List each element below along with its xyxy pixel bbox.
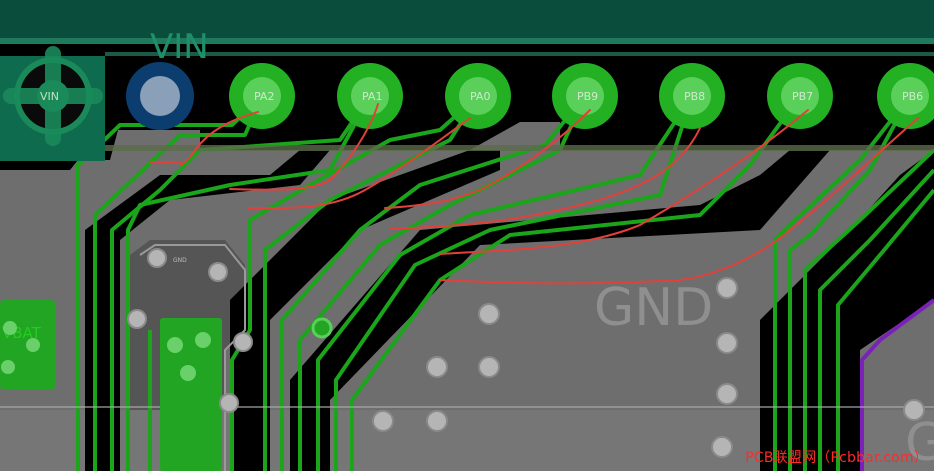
pad-pb7[interactable]: PB7 [767,63,833,129]
header-outline [105,52,934,56]
small-gnd-label: GND [173,257,187,264]
green-via [311,317,333,339]
vbat-via [26,338,40,352]
blank-pad[interactable] [126,62,194,130]
purple-trace [860,298,934,471]
lower-line [0,406,934,408]
watermark-text: PCB联盟网（Pcbbar.com） [745,450,928,466]
board-edge-line [0,38,934,44]
pad-pa0-label: PA0 [470,90,490,103]
silk-line [0,145,934,151]
vin-pad[interactable]: VIN [3,46,103,146]
pad-pa2-label: PA2 [254,90,274,103]
vbat-via [1,360,15,374]
pad-pb8[interactable]: PB8 [659,63,725,129]
column-via [180,365,196,381]
column-via [167,337,183,353]
green-pour-column[interactable] [160,318,222,471]
column-via [195,332,211,348]
board-top-band [0,0,934,42]
pad-pb6[interactable]: PB6 [877,63,934,129]
pad-pa2[interactable]: PA2 [229,63,295,129]
vin-pad-label: VIN [40,90,59,103]
pad-pa1[interactable]: PA1 [337,63,403,129]
keepout-outline [139,244,246,471]
pad-pb9[interactable]: PB9 [552,63,618,129]
gnd-silk-label: GND [594,278,713,338]
vin-silk-label: VIN [150,27,209,67]
pad-pb6-label: PB6 [902,90,923,103]
pad-pa0[interactable]: PA0 [445,63,511,129]
partial-silk-label: G [905,413,934,471]
pad-pb8-label: PB8 [684,90,705,103]
signal-traces [76,94,934,471]
vbat-via [3,321,17,335]
red-annotations [149,103,919,285]
pad-pa1-label: PA1 [362,90,382,103]
pad-pb9-label: PB9 [577,90,598,103]
gnd-vias [127,248,925,458]
pad-pb7-label: PB7 [792,90,813,103]
